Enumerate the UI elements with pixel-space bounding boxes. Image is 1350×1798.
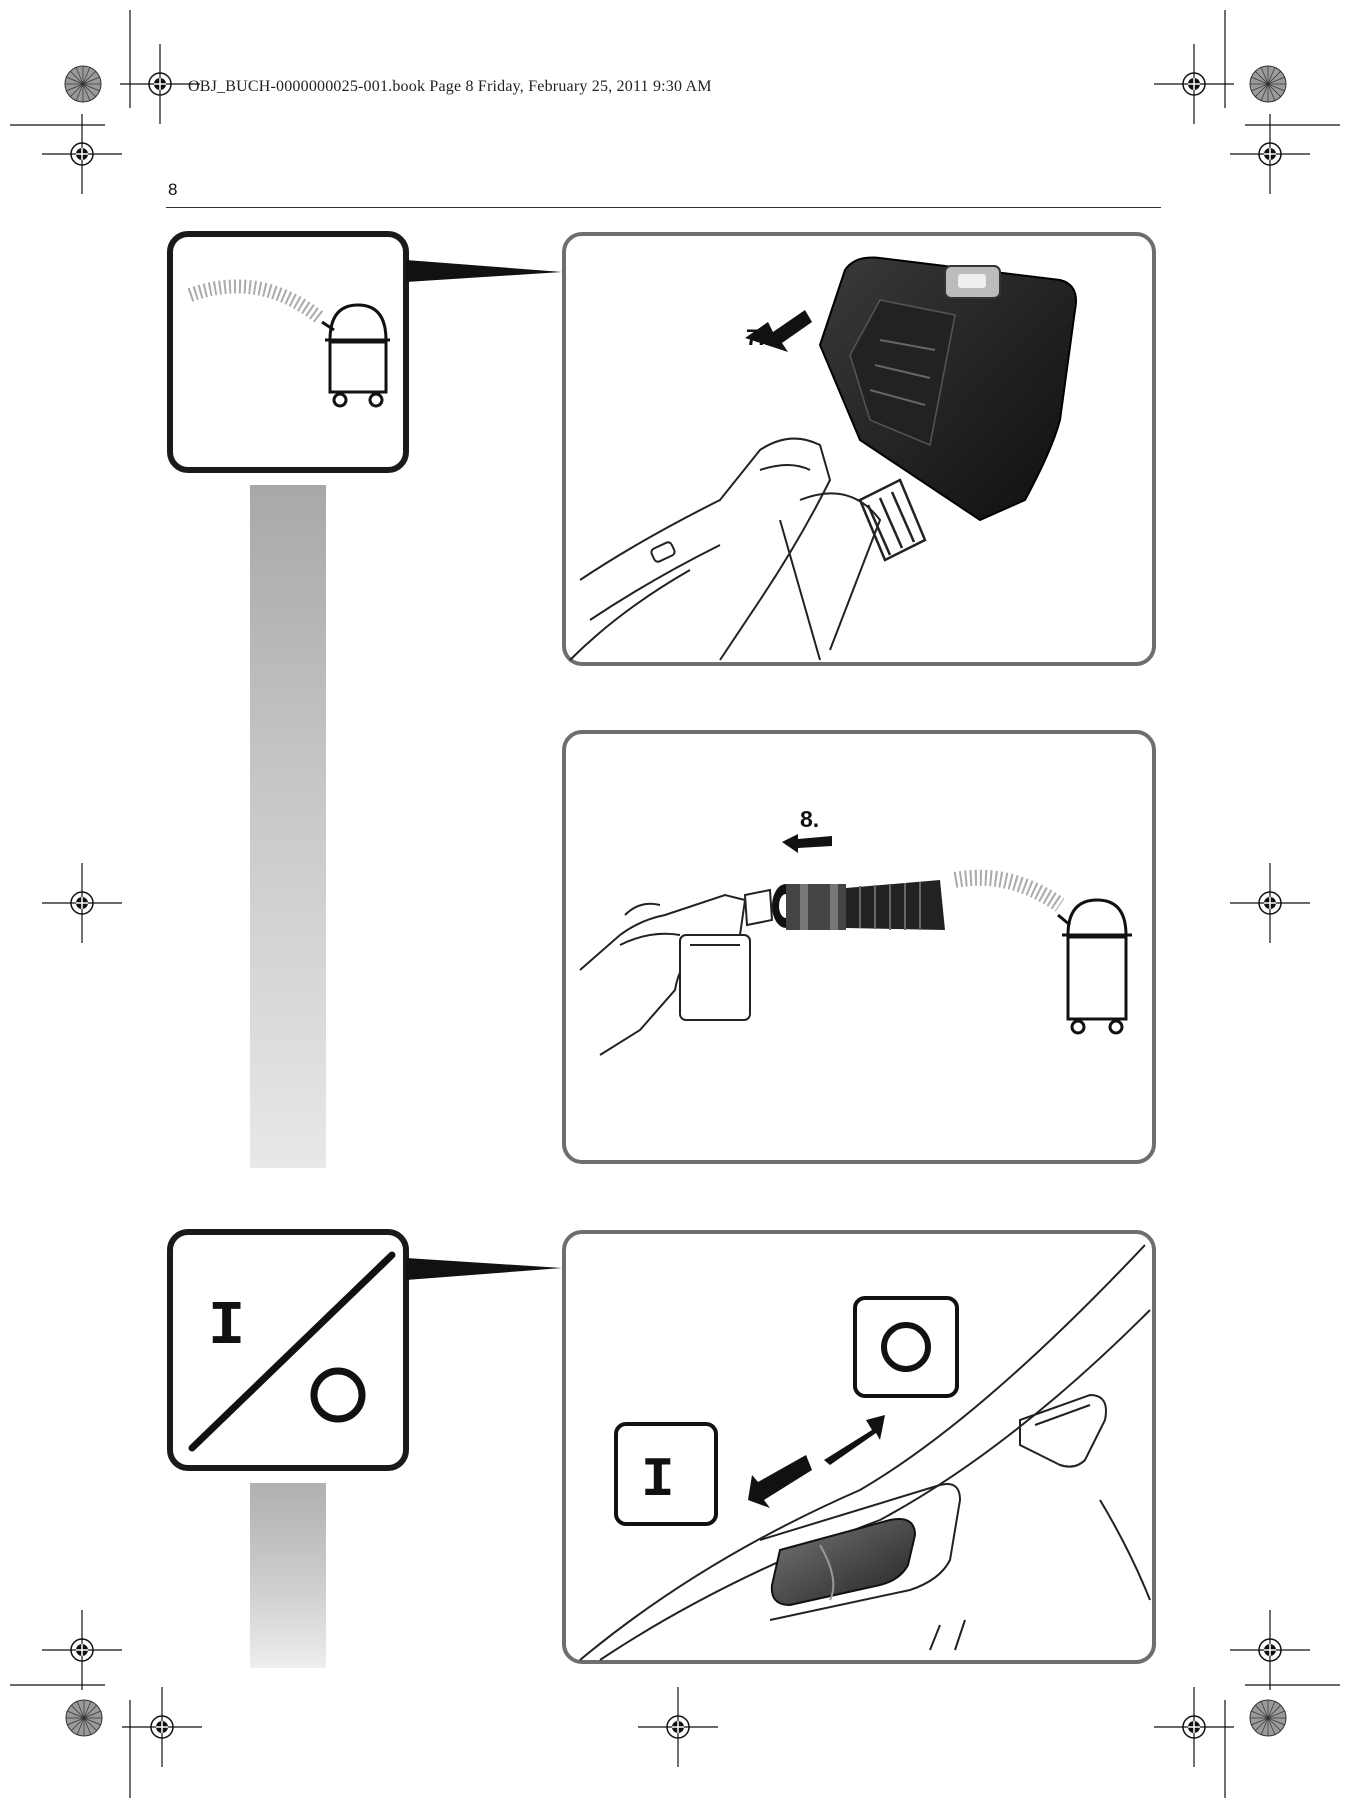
hose-icon bbox=[187, 279, 325, 324]
callout-pointer-2 bbox=[406, 1258, 562, 1280]
hose-connector bbox=[858, 478, 927, 562]
on-symbol-box bbox=[614, 1422, 718, 1526]
battery-pack bbox=[818, 256, 1077, 522]
step-8-panel bbox=[562, 730, 1156, 1164]
tool-illustration bbox=[579, 888, 774, 1056]
on-off-slider-switch bbox=[770, 1518, 917, 1607]
section-bar-vacuum bbox=[250, 485, 326, 1168]
step-8-label: 8. bbox=[800, 806, 819, 832]
header-rule bbox=[166, 207, 1161, 208]
book-header-info: OBJ_BUCH-0000000025-001.book Page 8 Frid… bbox=[188, 78, 712, 95]
tool-handle-illustration bbox=[569, 437, 882, 661]
switch-panel bbox=[562, 1230, 1156, 1664]
off-symbol-box bbox=[853, 1296, 959, 1398]
on-symbol-label: I bbox=[641, 1448, 675, 1512]
step-8-arrow bbox=[782, 834, 832, 853]
switch-off-arrow bbox=[824, 1415, 885, 1465]
vacuum-cleaner-icon bbox=[1057, 898, 1132, 1035]
step-7-label: 7. bbox=[746, 325, 764, 350]
step-7-panel bbox=[562, 232, 1156, 666]
hose-coupling bbox=[772, 880, 945, 930]
step-7-arrow bbox=[745, 310, 812, 352]
vacuum-cleaner-icon bbox=[321, 303, 390, 408]
off-symbol-icon bbox=[310, 1367, 366, 1423]
switch-on-arrow bbox=[748, 1455, 812, 1508]
vacuum-icon-box bbox=[167, 231, 409, 473]
crop-marks bbox=[10, 10, 1340, 1798]
page-number: 8 bbox=[168, 180, 178, 199]
off-symbol-icon bbox=[881, 1322, 931, 1372]
hose-icon bbox=[953, 869, 1065, 912]
callout-pointer-1 bbox=[406, 260, 562, 282]
section-bar-switch bbox=[250, 1483, 326, 1668]
tool-body-illustration bbox=[579, 1244, 1151, 1661]
on-off-icon-box bbox=[167, 1229, 409, 1471]
on-symbol-label: I bbox=[208, 1291, 245, 1362]
